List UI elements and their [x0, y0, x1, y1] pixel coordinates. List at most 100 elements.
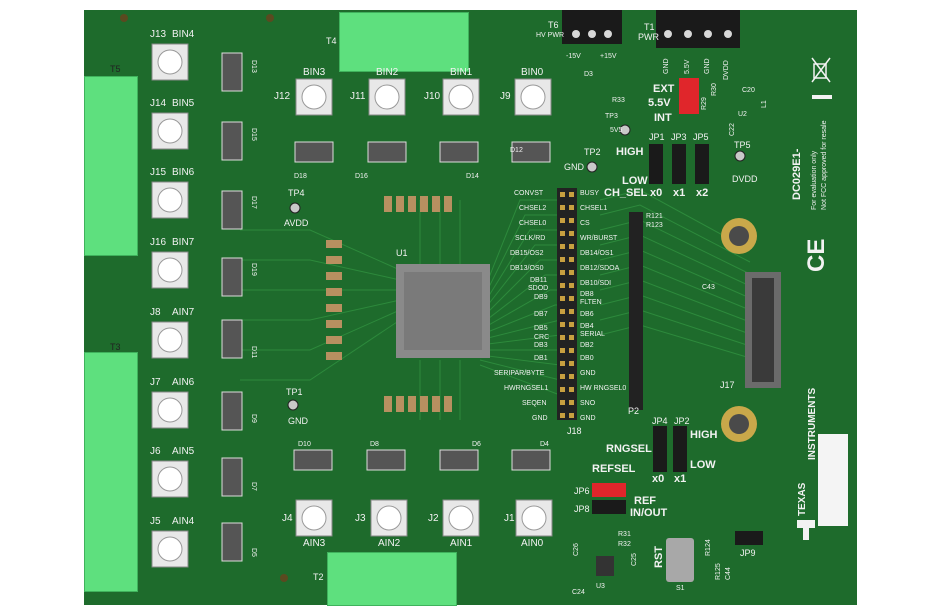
diodes-h	[293, 141, 551, 471]
ain2-label: AIN2	[378, 538, 401, 549]
d9-label: D9	[250, 414, 257, 423]
j17-posts	[721, 218, 757, 442]
t4-label: T4	[326, 36, 337, 46]
d10-label: D10	[298, 441, 311, 448]
hdr-left-8: DB9	[534, 294, 548, 301]
ain7-label: AIN7	[172, 307, 195, 318]
r33-label: R33	[612, 97, 625, 104]
c20-label: C20	[742, 87, 755, 94]
refsel-label: REFSEL	[592, 463, 636, 475]
ext-label: EXT	[653, 83, 675, 95]
ch-sel-label: CH_SEL	[604, 187, 648, 199]
ain0-label: AIN0	[521, 538, 544, 549]
bin0-label: BIN0	[521, 67, 544, 78]
j8-label: J8	[150, 307, 161, 318]
j5-label: J5	[150, 516, 161, 527]
c22-label: C22	[729, 123, 736, 136]
bv5-label: 5V5	[610, 127, 623, 134]
ext-int-jumper	[679, 78, 699, 114]
hdr-right-14: GND	[580, 370, 596, 377]
ce-mark: CE	[803, 238, 830, 272]
ref-label: REF	[634, 495, 656, 507]
d11-label: D11	[250, 346, 257, 359]
j7-label: J7	[150, 377, 161, 388]
hdr-left-16: SEQEN	[522, 400, 547, 407]
r32-label: R32	[618, 541, 631, 548]
jp2-label: JP2	[674, 416, 690, 426]
hdr-right-2: CS	[580, 220, 590, 227]
hdr-left-4: DB15/OS2	[510, 250, 544, 257]
j12-label: J12	[274, 91, 291, 102]
hdr-left-5: DB13/OS0	[510, 265, 544, 272]
hdr-right-9: DB6	[580, 311, 594, 318]
tp1-gnd-label: GND	[288, 416, 308, 426]
inout-label: IN/OUT	[630, 507, 668, 519]
terminal-screws	[572, 30, 732, 38]
j14-label: J14	[150, 98, 167, 109]
ti-text-2: INSTRUMENTS	[807, 387, 818, 460]
d5-label: D5	[250, 548, 257, 557]
v55b-label: 5.5V	[648, 97, 671, 109]
c43-label: C43	[702, 284, 715, 291]
hdr-left-14: SERIPAR/BYTE	[494, 370, 545, 377]
d16-label: D16	[355, 173, 368, 180]
rngsel-label: RNGSEL	[606, 443, 652, 455]
p15-label: +15V	[600, 53, 617, 60]
high-label: HIGH	[616, 146, 644, 158]
d13-label: D13	[250, 60, 257, 73]
tp4-label: TP4	[288, 188, 305, 198]
hv-pwr-label: HV PWR	[536, 32, 564, 39]
diodes-v	[221, 52, 243, 562]
mount-hole	[280, 574, 288, 582]
hdr-right-11: SERIAL	[580, 331, 605, 338]
c25-label: C25	[631, 553, 638, 566]
ain5-label: AIN5	[172, 446, 195, 457]
bin4-label: BIN4	[172, 29, 195, 40]
hdr-right-4: DB14/OS1	[580, 250, 614, 257]
d4-label: D4	[540, 441, 549, 448]
t6-label: T6	[548, 20, 559, 30]
test-points	[287, 124, 746, 411]
hdr-left-2: CHSEL0	[519, 220, 547, 227]
connector-j17	[745, 272, 781, 388]
u3-chip	[596, 556, 614, 576]
ti-logo-icon	[797, 520, 815, 540]
jp6-label: JP6	[574, 486, 590, 496]
eval-note-1: For evaluation only	[811, 150, 818, 210]
dvdd-label: DVDD	[723, 60, 730, 80]
x1-label: x1	[673, 187, 686, 199]
d8-label: D8	[370, 441, 379, 448]
jp4-label: JP4	[652, 416, 668, 426]
tp4-avdd-label: AVDD	[284, 218, 309, 228]
j11-label: J11	[350, 91, 366, 102]
bin3-label: BIN3	[303, 67, 326, 78]
j9-label: J9	[500, 91, 511, 102]
x0-label: x0	[650, 187, 663, 199]
tp1-label: TP1	[286, 387, 303, 397]
ain4-label: AIN4	[172, 516, 195, 527]
sma-top	[295, 78, 552, 116]
jp9-label: JP9	[740, 548, 756, 558]
label-area	[818, 434, 848, 526]
u2-label: U2	[738, 111, 747, 118]
tp3-label: TP3	[605, 113, 618, 120]
j17-label: J17	[720, 380, 735, 390]
bin1-label: BIN1	[450, 67, 473, 78]
d17-label: D17	[250, 196, 257, 209]
t6-block	[562, 10, 622, 44]
ain3-label: AIN3	[303, 538, 326, 549]
j1-label: J1	[504, 513, 515, 524]
x2-label: x2	[696, 187, 709, 199]
d15-label: D15	[250, 128, 257, 141]
bin2-label: BIN2	[376, 67, 399, 78]
jp8-label: JP8	[574, 504, 590, 514]
hdr-right-7: DB8	[580, 291, 594, 298]
terminal-t2	[327, 552, 457, 606]
gnd1-label: GND	[663, 58, 670, 74]
hdr-right-10: DB4	[580, 323, 594, 330]
j18-label: J18	[567, 426, 582, 436]
hdr-left-12: DB3	[534, 342, 548, 349]
terminal-t4	[339, 12, 469, 72]
v55-label: 5.5V	[684, 59, 691, 74]
